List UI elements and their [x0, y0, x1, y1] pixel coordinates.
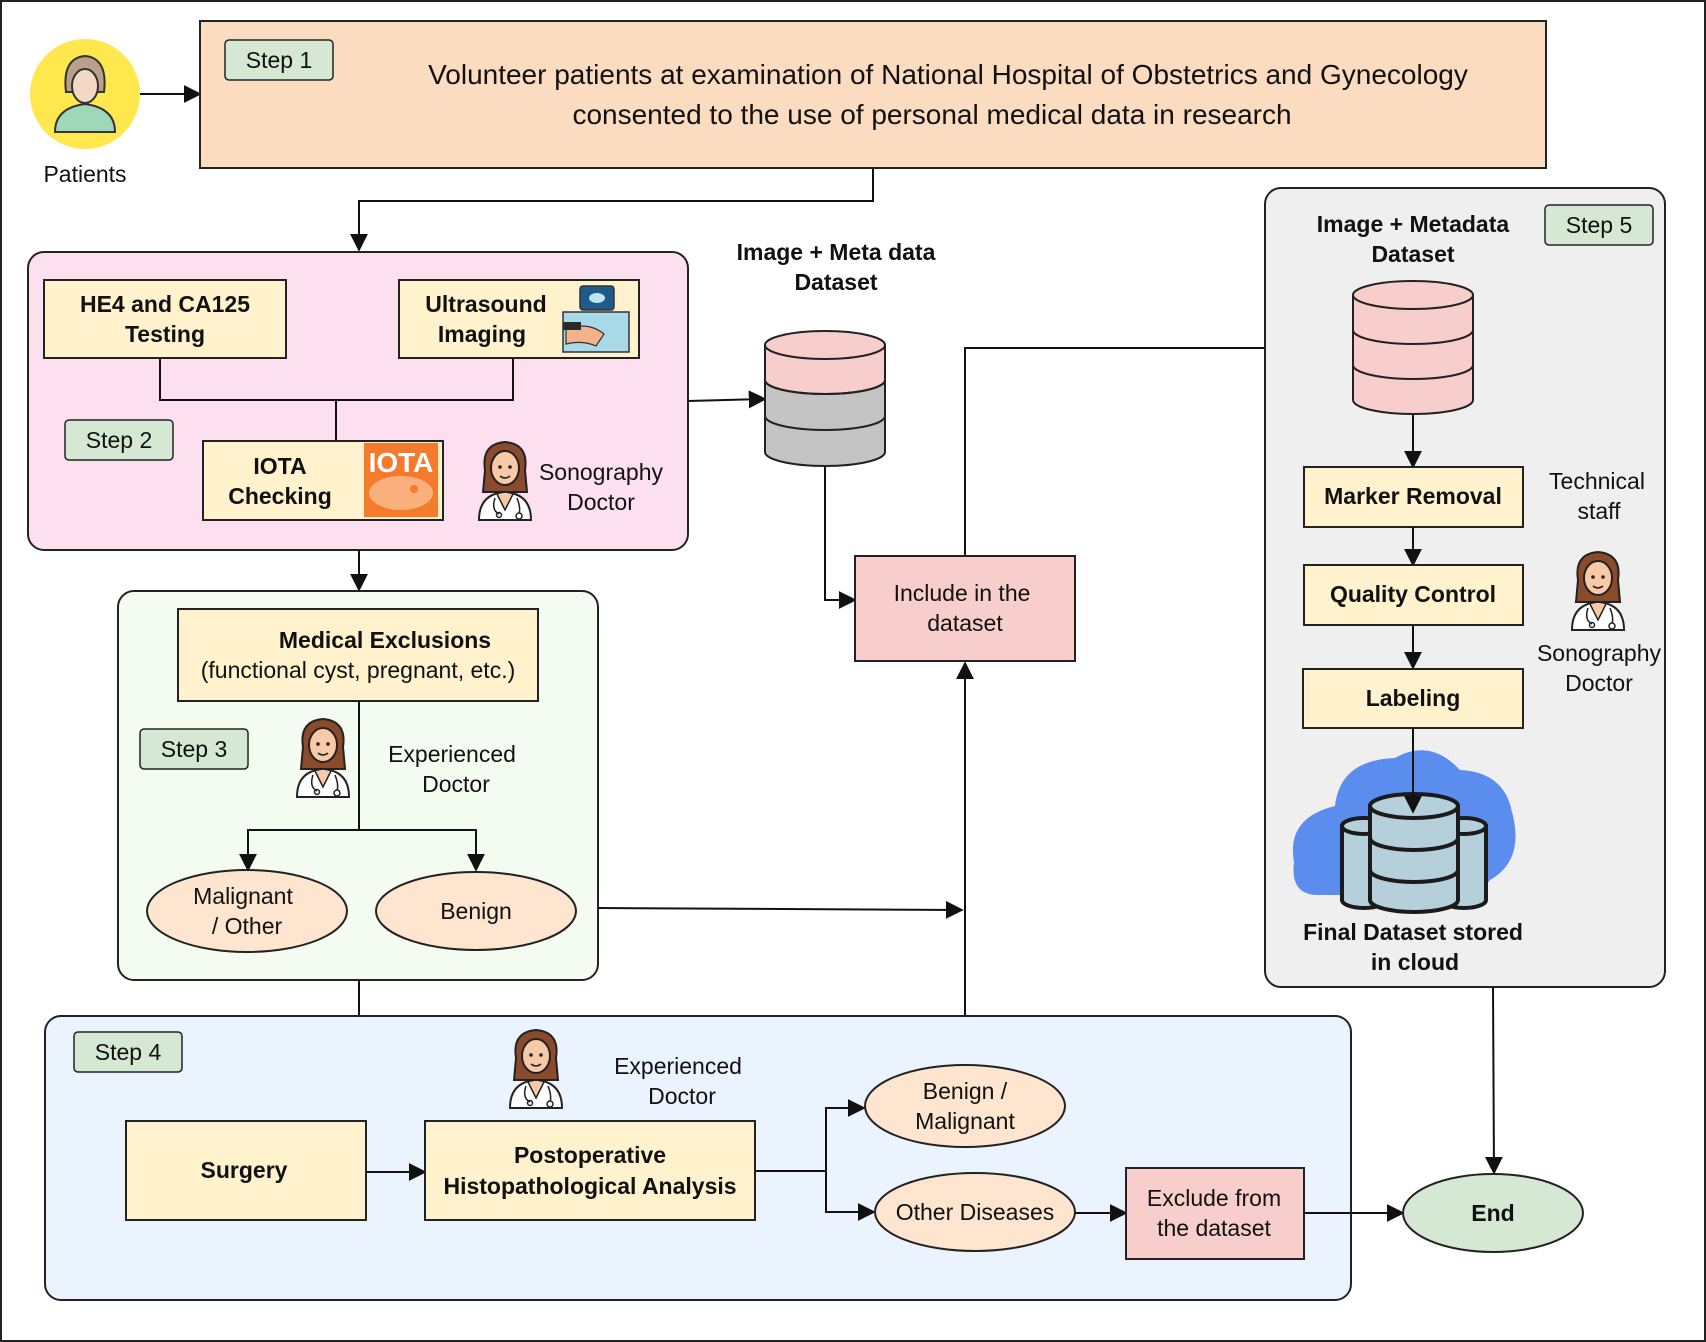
iota-logo-text: IOTA — [369, 447, 434, 478]
he4-line1: HE4 and CA125 — [80, 291, 250, 317]
step5-doctor-icon — [1571, 551, 1625, 631]
benign-label: Benign — [440, 898, 512, 924]
step5-database-icon — [1352, 280, 1474, 415]
step1-text-line1: Volunteer patients at examination of Nat… — [428, 59, 1468, 90]
step3-badge-label: Step 3 — [161, 736, 228, 762]
postop-line1: Postoperative — [514, 1142, 666, 1168]
benign-ellipse — [375, 871, 577, 951]
step3-doctor-line2: Doctor — [422, 771, 490, 797]
patient-avatar-icon — [30, 39, 140, 149]
technical-staff-line2: staff — [1577, 498, 1621, 524]
step3-badge — [139, 728, 249, 770]
iota-line2: Checking — [228, 483, 332, 509]
arrow-to-benign — [359, 829, 485, 872]
benign-malignant-ellipse — [864, 1064, 1066, 1148]
exclusions-line1: Medical Exclusions — [279, 627, 491, 653]
arrow-to-malignant — [239, 829, 368, 872]
step5-badge — [1544, 204, 1654, 246]
iota-line1: IOTA — [253, 453, 306, 479]
cloud-line1: Final Dataset stored — [1303, 919, 1523, 945]
step5-title-line1: Image + Metadata — [1317, 211, 1510, 237]
he4-line2: Testing — [125, 321, 205, 347]
sonography-doctor-icon — [478, 441, 532, 521]
labeling-label: Labeling — [1366, 685, 1461, 711]
arrow-step1-to-step2 — [350, 168, 874, 252]
step4-doctor-line1: Experienced — [614, 1053, 742, 1079]
iota-logo-icon: IOTA — [364, 443, 438, 517]
arrow-benign-to-include-line — [597, 900, 964, 919]
step5-title-line2: Dataset — [1371, 241, 1454, 267]
step4-doctor-line2: Doctor — [648, 1083, 716, 1109]
exclude-from-dataset-box — [1125, 1167, 1305, 1260]
experienced-doctor-icon — [296, 718, 350, 798]
step2-badge-label: Step 2 — [86, 427, 153, 453]
cloud-line2: in cloud — [1371, 949, 1459, 975]
cloud-storage-icon — [1292, 750, 1516, 914]
medical-exclusions-box — [177, 608, 539, 702]
end-label: End — [1471, 1200, 1514, 1226]
include-in-dataset-box — [854, 555, 1076, 662]
database-icon — [764, 330, 886, 467]
arrow-to-other-diseases — [825, 1171, 876, 1221]
step1-box — [199, 20, 1547, 169]
malignant-line1: Malignant — [193, 883, 293, 909]
arrow-dataset-to-include — [824, 466, 857, 609]
step2-doctor-line1: Sonography — [539, 459, 664, 485]
ultrasound-line2: Imaging — [438, 321, 526, 347]
step1-badge-label: Step 1 — [246, 47, 313, 73]
step1-badge — [224, 39, 334, 81]
include-line2: dataset — [927, 610, 1003, 636]
exclusions-line2: (functional cyst, pregnant, etc.) — [201, 657, 516, 683]
quality-control-label: Quality Control — [1330, 581, 1496, 607]
surgery-label: Surgery — [201, 1157, 288, 1183]
marker-removal-label: Marker Removal — [1324, 483, 1502, 509]
step5-doctor-line2: Doctor — [1565, 670, 1633, 696]
other-diseases-label: Other Diseases — [896, 1199, 1055, 1225]
step3-doctor-line1: Experienced — [388, 741, 516, 767]
middle-dataset-title-line1: Image + Meta data — [737, 239, 936, 265]
benign-malignant-line2: Malignant — [915, 1108, 1015, 1134]
ultrasound-machine-icon — [562, 285, 630, 353]
step2-doctor-line2: Doctor — [567, 489, 635, 515]
technical-staff-line1: Technical — [1549, 468, 1645, 494]
malignant-line2: / Other — [212, 913, 283, 939]
step4-doctor-icon — [509, 1029, 563, 1109]
benign-malignant-line1: Benign / — [923, 1078, 1008, 1104]
step1-text-line2: consented to the use of personal medical… — [572, 99, 1291, 130]
ultrasound-line1: Ultrasound — [425, 291, 546, 317]
exclude-line1: Exclude from — [1147, 1185, 1281, 1211]
postop-analysis-box — [424, 1120, 756, 1221]
step2-badge — [64, 419, 174, 461]
exclude-line2: the dataset — [1157, 1215, 1271, 1241]
step4-badge — [73, 1031, 183, 1073]
surgery-box — [125, 1120, 367, 1221]
arrow-to-benign-malignant — [755, 1099, 866, 1172]
step5-doctor-line1: Sonography — [1537, 640, 1662, 666]
middle-dataset-title-line2: Dataset — [794, 269, 877, 295]
arrow-step2-to-dataset — [687, 390, 767, 409]
quality-control-box — [1303, 564, 1524, 626]
include-line1: Include in the — [894, 580, 1031, 606]
malignant-other-ellipse — [146, 869, 348, 953]
he4-ca125-testing-box — [43, 279, 287, 359]
postop-line2: Histopathological Analysis — [443, 1173, 736, 1199]
patients-label: Patients — [43, 161, 126, 187]
arrow-step5-to-end — [1484, 986, 1503, 1175]
step5-badge-label: Step 5 — [1566, 212, 1633, 238]
step4-badge-label: Step 4 — [95, 1039, 162, 1065]
arrow-include-to-step5 — [964, 339, 1355, 556]
